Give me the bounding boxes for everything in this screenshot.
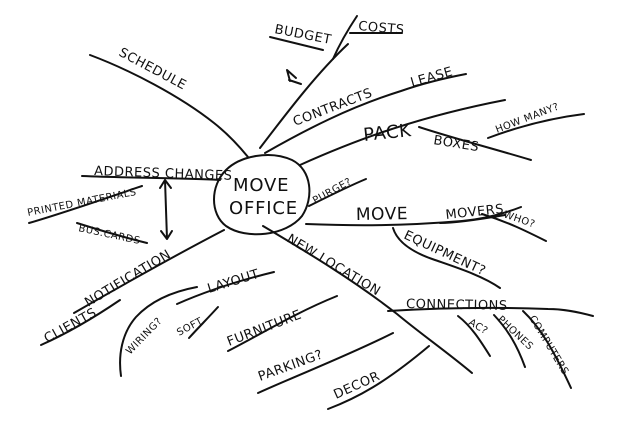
connections-branch [387,306,594,317]
contracts-branch [264,73,467,154]
layout-label: LAYOUT [206,267,261,297]
ac-label: AC? [466,317,489,337]
equipment-label: EQUIPMENT? [401,228,488,279]
parking-branch [257,332,394,394]
bus-cards-branch [76,222,148,244]
clients-branch [40,299,121,346]
notification-branch [73,229,225,314]
wiring-label: WIRING? [124,316,164,357]
ac-branch [457,315,491,357]
boxes-branch [418,126,532,161]
bus-cards-label: BUS.CARDS [77,223,141,247]
layout-branch [176,271,275,305]
budget-arrow [286,69,302,85]
center-bubble [213,154,311,236]
phones-branch [493,314,526,368]
boxes-label: BOXES [432,133,480,155]
equipment-branch [392,227,501,289]
costs-label: COSTS [358,19,405,38]
costs-branch [332,15,358,60]
lease-label: LEASE [409,64,455,90]
budget-branch [259,43,349,149]
who-branch [481,213,547,242]
new-location-label: NEW LOCATION [284,232,383,300]
furniture-branch [227,295,338,352]
furniture-label: FURNITURE [225,307,304,349]
center-line-1: MOVE [233,175,289,196]
move-label: MOVE [356,204,408,225]
address-changes-branch [81,175,221,181]
center-line-2: OFFICE [229,198,298,219]
notification-label: NOTIFICATION [82,247,174,310]
decor-branch [327,345,430,410]
printed-materials-branch [28,185,143,224]
decor-label: DECOR [332,369,383,403]
schedule-label: SCHEDULE [116,45,189,93]
purge-branch [308,178,367,207]
address-changes-label: ADDRESS CHANGES [94,164,233,184]
soft-branch [188,306,219,339]
wiring-branch [119,286,198,377]
purge-label: PURGE? [311,176,354,206]
pack-label: PACK [362,120,413,146]
connections-label: CONNECTIONS [406,297,508,314]
pack-branch [299,99,506,166]
how-many-branch [487,113,585,139]
schedule-branch [89,54,249,158]
printed-materials-label: PRINTED MATERIALS [26,187,137,219]
movers-label: MOVERS [445,202,505,223]
address-notification-arrow [159,179,173,240]
movers-branch [439,214,506,224]
clients-label: CLIENTS [42,305,100,346]
computers-branch [522,310,572,389]
budget-underline [269,36,324,51]
